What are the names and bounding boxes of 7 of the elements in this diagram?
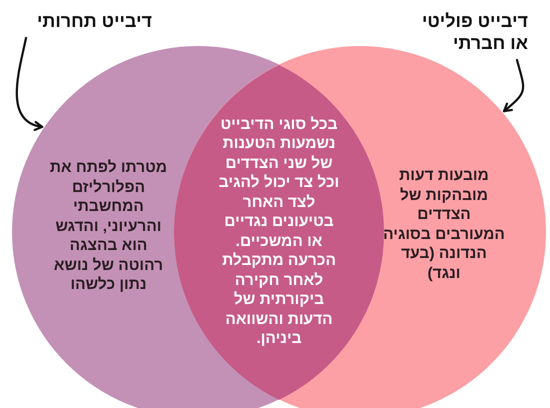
curved-arrow (502, 58, 524, 112)
curved-arrow (16, 36, 44, 130)
heading: דיבייט תחרותי (36, 10, 152, 32)
body-text: בכל סוגי הדיבייט נשמעות הטענות של שני הצדדים וכל צד יכול להגיב לצד האחר בטיעונים נגדיים או המשכיים. הכרעה מתקבלת לאחר חקירה ביקורתית של הדעות והשוואה ביניהן. (218, 114, 340, 349)
body-text: מובעות דעות מובהקות של הצדדים המעורבים בסוגיה הנדונה (בעד ונגד) (383, 166, 505, 283)
heading: דיבייט פוליטי או חברתי (420, 10, 528, 54)
body-text: מטרתו לפתח את הפלורליזם המחשבתי והרעיוני, והדגש הוא בהצגה רהוטה של נושא נתון כלשהו (48, 158, 168, 294)
